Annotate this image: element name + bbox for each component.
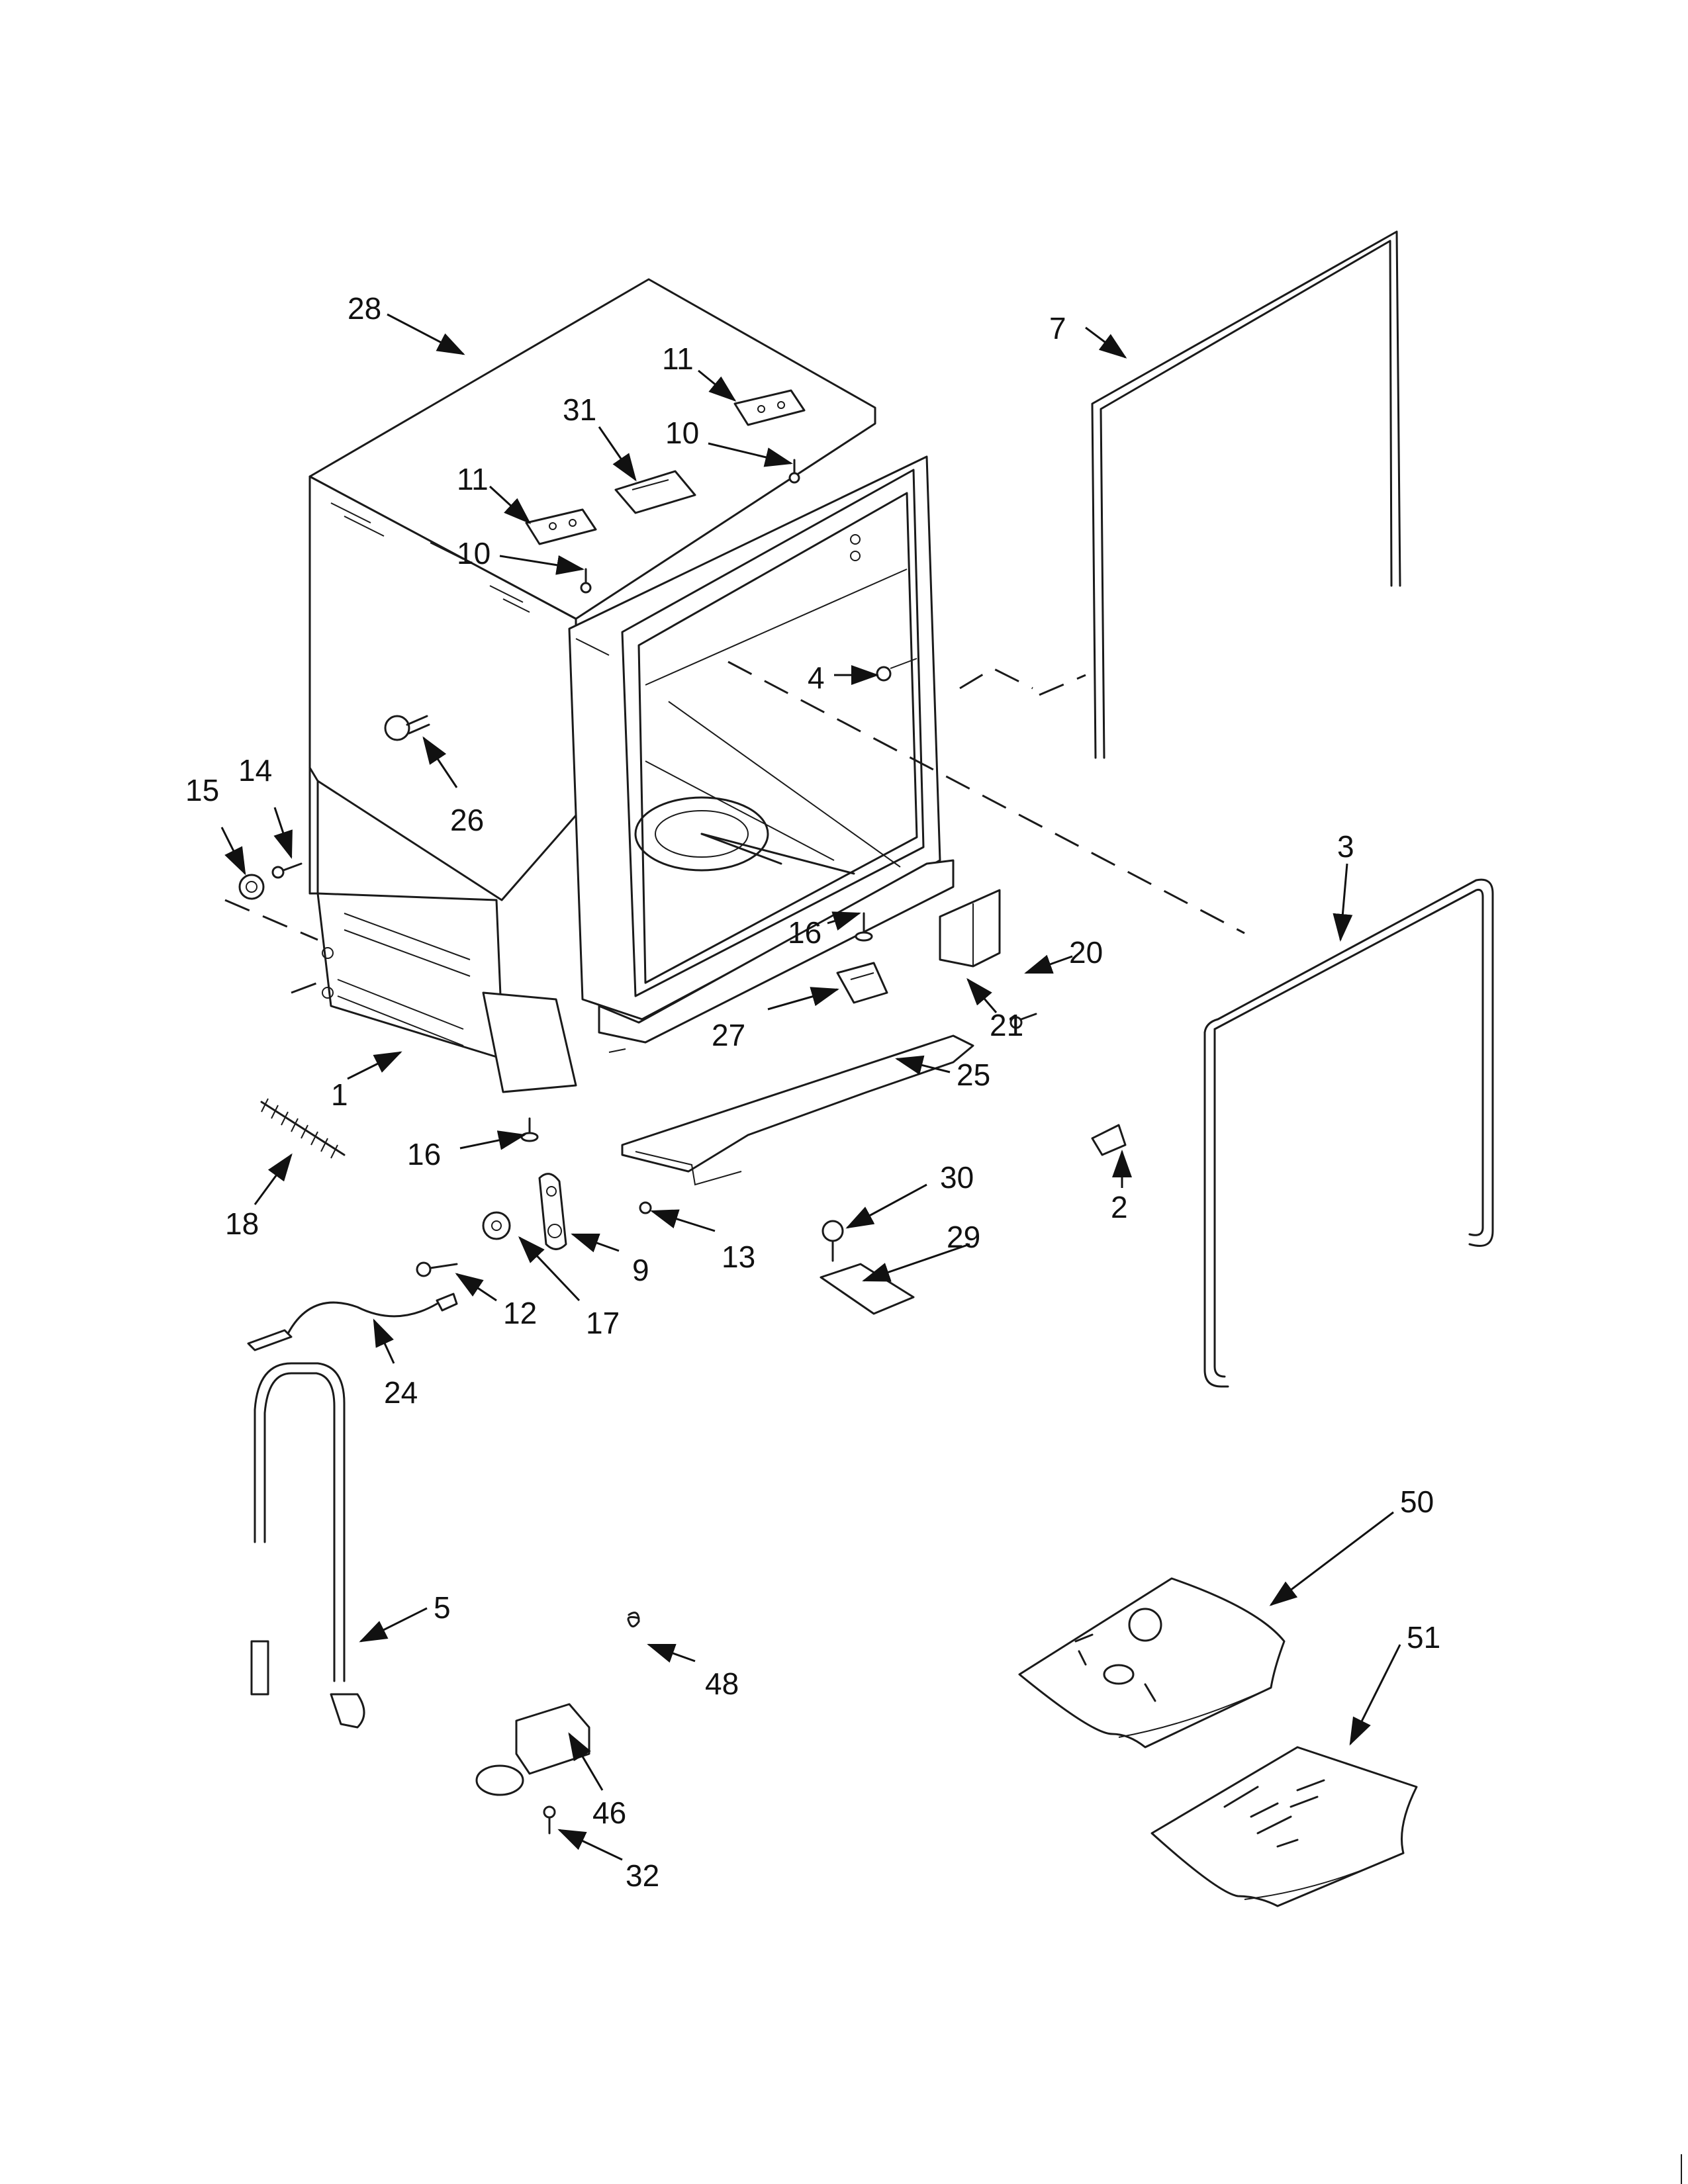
callout-15: 15 bbox=[185, 773, 219, 807]
thermostat-30 bbox=[821, 1220, 844, 1262]
wheel-17 bbox=[482, 1211, 511, 1240]
callout-30: 30 bbox=[940, 1160, 974, 1195]
callout-16: 16 bbox=[407, 1137, 441, 1171]
callout-12: 12 bbox=[503, 1296, 537, 1330]
callout-17: 17 bbox=[586, 1306, 620, 1340]
bracket-20-21 bbox=[939, 889, 1037, 1029]
door-gasket-lower bbox=[1203, 878, 1494, 1388]
callout-11: 11 bbox=[662, 341, 694, 376]
valve-46 bbox=[475, 1703, 590, 1796]
bracket-29 bbox=[820, 1263, 915, 1315]
parts-bag-51 bbox=[1150, 1746, 1418, 1907]
callout-9: 9 bbox=[632, 1253, 649, 1287]
callout-32: 32 bbox=[626, 1858, 659, 1893]
tub-assembly bbox=[308, 278, 955, 1093]
callout-1: 1 bbox=[331, 1077, 348, 1112]
cam-9 bbox=[538, 1173, 567, 1250]
screw-10-right bbox=[788, 459, 800, 484]
hinge-11-right bbox=[733, 389, 806, 426]
clip-27 bbox=[836, 962, 888, 1004]
callout-16: 16 bbox=[788, 915, 821, 950]
callout-25: 25 bbox=[957, 1058, 990, 1092]
callout-21: 21 bbox=[990, 1008, 1023, 1042]
spring-48 bbox=[627, 1612, 640, 1627]
callout-28: 28 bbox=[348, 291, 381, 326]
callout-27: 27 bbox=[712, 1018, 745, 1052]
bumper-26 bbox=[384, 715, 430, 741]
callout-13: 13 bbox=[722, 1240, 755, 1274]
callout-10: 10 bbox=[457, 536, 491, 570]
bracket-31 bbox=[614, 470, 696, 514]
screw-10-left bbox=[580, 568, 592, 594]
leg-16-lower bbox=[520, 1117, 539, 1142]
callout-48: 48 bbox=[705, 1666, 739, 1701]
callout-18: 18 bbox=[225, 1206, 259, 1241]
callout-29: 29 bbox=[947, 1220, 980, 1254]
screw-32 bbox=[543, 1805, 556, 1835]
callout-26: 26 bbox=[450, 803, 484, 837]
callout-20: 20 bbox=[1069, 935, 1103, 970]
leg-16-upper bbox=[855, 912, 873, 942]
hinge-11-left bbox=[525, 508, 597, 545]
callout-3: 3 bbox=[1337, 829, 1354, 864]
panel-25 bbox=[621, 1034, 974, 1186]
callout-24: 24 bbox=[384, 1375, 418, 1410]
callout-11: 11 bbox=[457, 462, 489, 496]
ground-wire-24 bbox=[247, 1293, 458, 1351]
callout-31: 31 bbox=[563, 392, 596, 427]
wire-clip-2 bbox=[1091, 1124, 1127, 1156]
callout-2: 2 bbox=[1111, 1190, 1128, 1224]
callout-10: 10 bbox=[665, 416, 699, 450]
callout-46: 46 bbox=[592, 1796, 626, 1830]
callout-5: 5 bbox=[434, 1590, 451, 1625]
door-gasket-upper bbox=[1091, 230, 1401, 759]
dashed-leaders bbox=[224, 660, 1245, 994]
nut-15 bbox=[238, 874, 265, 900]
drain-hose-5 bbox=[250, 1362, 365, 1729]
callout-50: 50 bbox=[1400, 1484, 1434, 1519]
callout-51: 51 bbox=[1407, 1620, 1440, 1655]
screw-13 bbox=[639, 1201, 652, 1214]
screw-14 bbox=[271, 862, 303, 879]
callout-7: 7 bbox=[1049, 311, 1066, 345]
spring-18 bbox=[260, 1098, 346, 1159]
screw-12 bbox=[416, 1261, 458, 1277]
callout-labels: 28 11 31 10 11 10 7 4 26 15 14 3 16 20 2… bbox=[185, 291, 1440, 1893]
callout-14: 14 bbox=[238, 753, 272, 788]
callout-arrows bbox=[220, 313, 1401, 1861]
callout-4: 4 bbox=[808, 660, 825, 695]
parts-bag-50 bbox=[1018, 1577, 1286, 1749]
